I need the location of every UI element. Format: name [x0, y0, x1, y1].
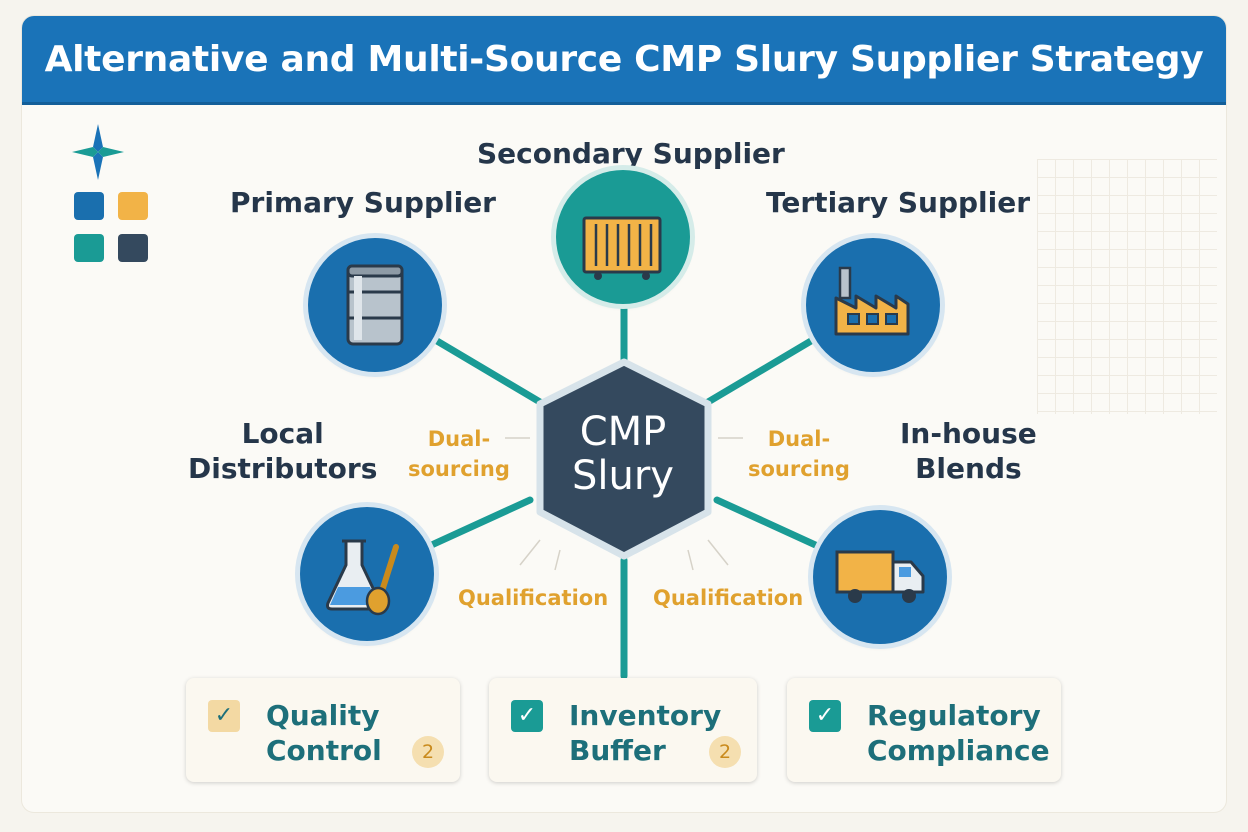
- regulatory-compliance-card[interactable]: ✓ Regulatory Compliance: [787, 678, 1061, 782]
- check-icon: ✓: [208, 700, 240, 732]
- check-icon: ✓: [511, 700, 543, 732]
- local-distributors-node[interactable]: [300, 507, 434, 641]
- count-badge: 2: [412, 736, 444, 768]
- secondary-supplier-node[interactable]: [556, 170, 690, 304]
- hub-line-2: Slury: [572, 453, 674, 499]
- compass-star-icon: [72, 124, 124, 180]
- inventory-buffer-label: Inventory Buffer: [569, 698, 721, 768]
- primary-supplier-node[interactable]: [308, 238, 442, 372]
- container-icon: [582, 216, 662, 280]
- box-line-2: Buffer: [569, 734, 666, 767]
- swatch-teal: [74, 234, 104, 262]
- factory-icon: [834, 266, 910, 336]
- box-line-2: Compliance: [867, 734, 1050, 767]
- swatch-blue: [74, 192, 104, 220]
- box-line-2: Control: [266, 734, 382, 767]
- dual-right-line-1: Dual-: [767, 427, 831, 451]
- inhouse-line-2: Blends: [915, 452, 1022, 485]
- dual-sourcing-right: Dual- sourcing: [748, 422, 850, 486]
- barrel-icon: [346, 264, 404, 346]
- inhouse-line-1: In-house: [900, 417, 1037, 450]
- truck-icon: [835, 550, 925, 603]
- qualification-right: Qualification: [653, 586, 804, 610]
- check-icon: ✓: [809, 700, 841, 732]
- inhouse-blends-label: In-house Blends: [900, 416, 1037, 486]
- box-line-1: Inventory: [569, 699, 722, 732]
- page-title: Alternative and Multi-Source CMP Slury S…: [44, 38, 1204, 80]
- tertiary-supplier-node[interactable]: [806, 238, 940, 372]
- dual-right-line-2: sourcing: [748, 457, 850, 481]
- dual-sourcing-left: Dual- sourcing: [408, 422, 510, 486]
- secondary-supplier-label: Secondary Supplier: [477, 137, 785, 170]
- hub-label: CMP Slury: [538, 410, 708, 498]
- inhouse-blends-node[interactable]: [813, 510, 947, 644]
- dual-left-line-1: Dual-: [427, 427, 491, 451]
- inventory-buffer-card[interactable]: ✓ Inventory Buffer 2: [489, 678, 757, 782]
- regulatory-compliance-label: Regulatory Compliance: [867, 698, 1050, 768]
- local-line-1: Local: [241, 417, 324, 450]
- box-line-1: Regulatory: [867, 699, 1041, 732]
- title-bar: Alternative and Multi-Source CMP Slury S…: [22, 16, 1226, 105]
- tertiary-supplier-label: Tertiary Supplier: [766, 186, 1031, 219]
- box-line-1: Quality: [266, 699, 380, 732]
- hub-line-1: CMP: [579, 409, 667, 455]
- quality-control-card[interactable]: ✓ Quality Control 2: [186, 678, 460, 782]
- swatch-navy: [118, 234, 148, 262]
- grid-decoration: [1037, 159, 1217, 414]
- local-distributors-label: Local Distributors: [188, 416, 377, 486]
- primary-supplier-label: Primary Supplier: [230, 186, 496, 219]
- dual-left-line-2: sourcing: [408, 457, 510, 481]
- swatch-amber: [118, 192, 148, 220]
- quality-control-label: Quality Control: [266, 698, 382, 768]
- hub-hexagon: [536, 358, 712, 560]
- qualification-left: Qualification: [458, 586, 609, 610]
- lab-flask-icon: [326, 539, 399, 616]
- count-badge: 2: [709, 736, 741, 768]
- local-line-2: Distributors: [188, 452, 378, 485]
